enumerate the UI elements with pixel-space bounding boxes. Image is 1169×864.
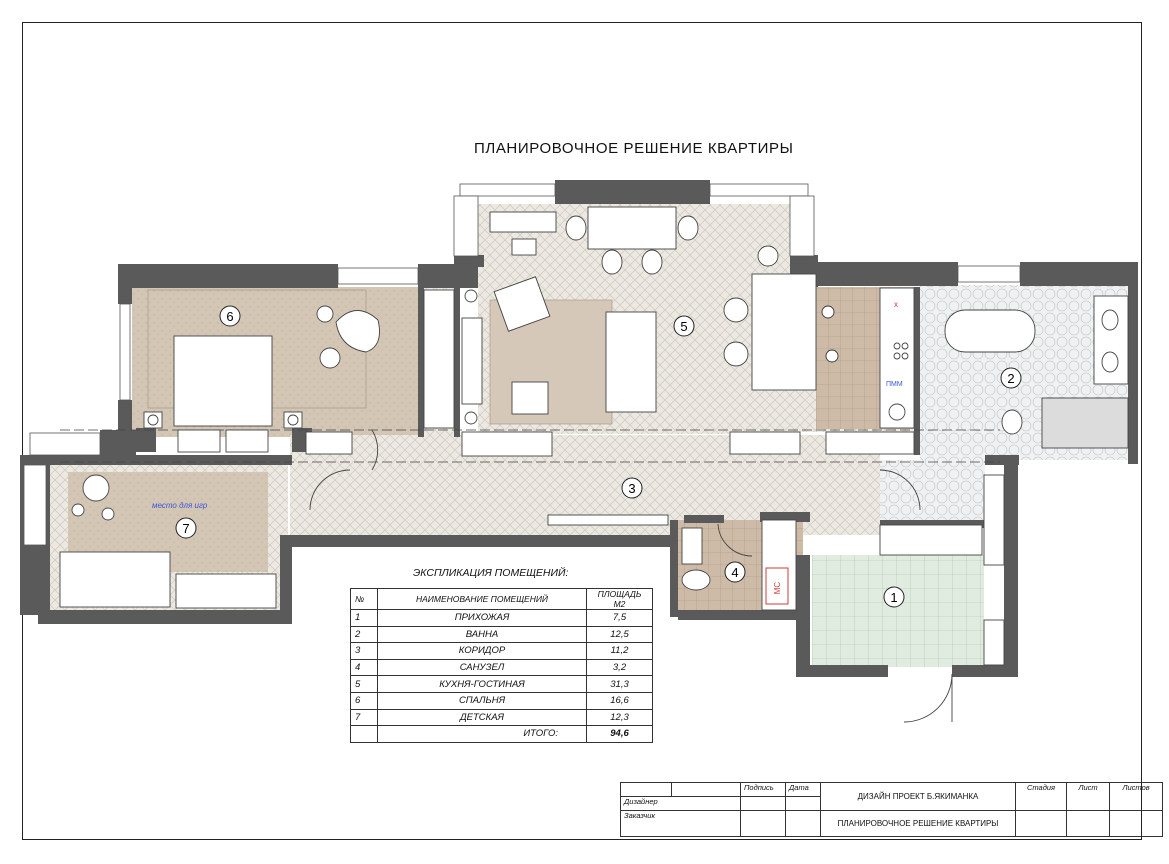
drawing-title: ПЛАНИРОВОЧНОЕ РЕШЕНИЕ КВАРТИРЫ [474, 140, 794, 157]
people-icons [821, 305, 839, 363]
explication-table: № НАИМЕНОВАНИЕ ПОМЕЩЕНИЙ ПЛОЩАДЬ М2 1 ПР… [350, 588, 653, 743]
drawing-sheet-border [22, 22, 1142, 840]
dishwasher-tag: ПММ [886, 381, 903, 388]
furniture [59, 206, 1129, 666]
table-row: 2 ВАННА 12,5 [350, 625, 653, 644]
table-row: 3 КОРИДОР 11,2 [350, 642, 653, 660]
windows [23, 183, 1021, 546]
title-block: Подпись Дата ДИЗАЙН ПРОЕКТ Б.ЯКИМАНКА Ст… [620, 782, 1163, 837]
room-number-6: 6 [226, 309, 233, 324]
stamp-customer: Заказчик [620, 810, 741, 837]
cell-name: ПРИХОЖАЯ [377, 609, 587, 627]
cell-area: 7,5 [586, 609, 653, 627]
table-row: 7 ДЕТСКАЯ 12,3 [350, 708, 653, 727]
table-row: 6 СПАЛЬНЯ 16,6 [350, 691, 653, 710]
stamp-sheet-title: ПЛАНИРОВОЧНОЕ РЕШЕНИЕ КВАРТИРЫ [820, 810, 1016, 837]
cell-area: 12,3 [586, 708, 653, 727]
wc-tag: МС [773, 582, 782, 595]
room-number-3: 3 [628, 481, 635, 496]
cell-name: КОРИДОР [377, 642, 587, 660]
cell-area: 11,2 [586, 642, 653, 660]
cell-no: 6 [350, 691, 378, 710]
cell-name: САНУЗЕЛ [377, 658, 587, 677]
room-number-4: 4 [731, 565, 738, 580]
cell-name: КУХНЯ-ГОСТИНАЯ [377, 675, 587, 693]
stamp-sheet: Лист [1066, 782, 1110, 811]
table-row: 1 ПРИХОЖАЯ 7,5 [350, 609, 653, 627]
explication-title: ЭКСПЛИКАЦИЯ ПОМЕЩЕНИЙ: [413, 567, 569, 579]
cell-area: 16,6 [586, 691, 653, 710]
total-area: 94,6 [586, 725, 653, 743]
room-number-7: 7 [182, 521, 189, 536]
cell-no: 4 [350, 658, 378, 677]
header-area: ПЛОЩАДЬ М2 [586, 588, 653, 610]
room-markers [175, 305, 1022, 608]
room-number-5: 5 [680, 319, 687, 334]
room-number-2: 2 [1007, 371, 1014, 386]
cell-no: 7 [350, 708, 378, 727]
cell-no: 3 [350, 642, 378, 660]
stamp-project: ДИЗАЙН ПРОЕКТ Б.ЯКИМАНКА [820, 782, 1016, 811]
sink-mark: x [894, 300, 898, 309]
stamp-designer: Дизайнер [620, 796, 741, 811]
child-play-note: место для игр [152, 501, 208, 510]
doors [309, 429, 953, 723]
cell-area: 31,3 [586, 675, 653, 693]
cell-name: ВАННА [377, 625, 587, 644]
cell-no: 2 [350, 625, 378, 644]
cell-area: 12,5 [586, 625, 653, 644]
cell-name: СПАЛЬНЯ [377, 691, 587, 710]
cell-no [350, 725, 378, 743]
wc-box-icon [765, 567, 789, 605]
explication-header-row: № НАИМЕНОВАНИЕ ПОМЕЩЕНИЙ ПЛОЩАДЬ М2 [350, 588, 653, 610]
stamp-sheets: Листов [1109, 782, 1163, 811]
cell-no: 1 [350, 609, 378, 627]
total-label: ИТОГО: [377, 725, 587, 743]
table-row: 5 КУХНЯ-ГОСТИНАЯ 31,3 [350, 675, 653, 693]
cell-no: 5 [350, 675, 378, 693]
table-row: 4 САНУЗЕЛ 3,2 [350, 658, 653, 677]
cell-name: ДЕТСКАЯ [377, 708, 587, 727]
stamp-stage: Стадия [1015, 782, 1067, 811]
header-no: № [350, 588, 378, 610]
room-number-1: 1 [890, 590, 897, 605]
cell-area: 3,2 [586, 658, 653, 677]
stamp-signature: Подпись [740, 782, 786, 797]
total-row: ИТОГО: 94,6 [350, 725, 653, 743]
header-name: НАИМЕНОВАНИЕ ПОМЕЩЕНИЙ [377, 588, 587, 610]
stamp-date: Дата [785, 782, 821, 797]
